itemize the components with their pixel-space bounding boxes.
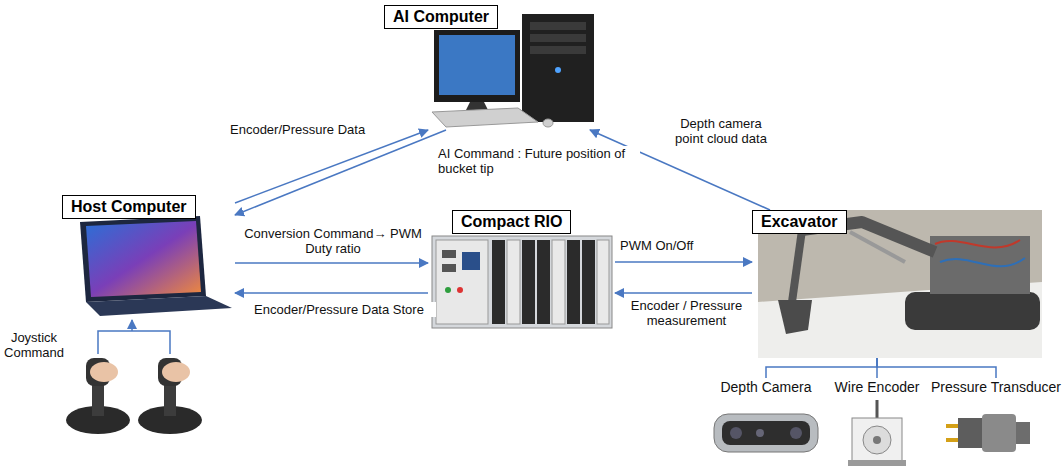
- component-group: Excavator: [752, 210, 1042, 358]
- node-heading: AI Computer: [384, 5, 498, 29]
- desktop-computer: [432, 14, 594, 127]
- edge-label: Encoder / Pressure measurement: [622, 298, 751, 328]
- edge-label: AI Command : Future position of bucket t…: [436, 146, 640, 176]
- sensor-item: Pressure Transducer: [926, 378, 1062, 468]
- sensor-label: Wire Encoder: [833, 378, 922, 396]
- connector-arrow: [615, 292, 752, 294]
- laptop: [80, 216, 232, 316]
- edge-label: Depth camera point cloud data: [664, 116, 778, 146]
- edge-label: Encoder/Pressure Data: [228, 122, 397, 137]
- connector-arrow: [235, 292, 428, 294]
- node-heading: Excavator: [752, 210, 847, 234]
- component-group: Host Computer: [60, 195, 235, 320]
- component-group: AI Computer: [384, 5, 600, 130]
- connector-arrow: [235, 130, 428, 203]
- edge-label: Conversion Command→ PWM Duty ratio: [240, 226, 426, 256]
- connector-arrow: [615, 261, 752, 263]
- depth-camera-image: [714, 414, 818, 452]
- sensor-link: [877, 358, 996, 378]
- sensor-item: Wire Encoder: [827, 378, 927, 472]
- edge-label: PWM On/Off: [618, 238, 722, 253]
- sensor-item: Depth Camera: [710, 378, 822, 470]
- component-group: Compact RIO: [428, 210, 615, 332]
- node-heading: Host Computer: [62, 195, 196, 219]
- compact-rio-chassis: [432, 236, 612, 328]
- sensor-link: [766, 358, 877, 378]
- pressure-transducer-image: [946, 414, 1030, 452]
- sensor-label: Pressure Transducer: [929, 378, 1062, 396]
- joystick-wire: [98, 320, 170, 354]
- node-heading: Compact RIO: [452, 210, 571, 234]
- edge-label: Encoder/Pressure Data Store: [242, 302, 436, 317]
- connector-arrow: [235, 130, 446, 215]
- sensor-label: Depth Camera: [718, 378, 813, 396]
- input-label: Joystick Command: [2, 330, 66, 360]
- wire-encoder-image: [848, 400, 906, 466]
- connector-arrow: [235, 262, 428, 264]
- joystick-image: [66, 358, 202, 434]
